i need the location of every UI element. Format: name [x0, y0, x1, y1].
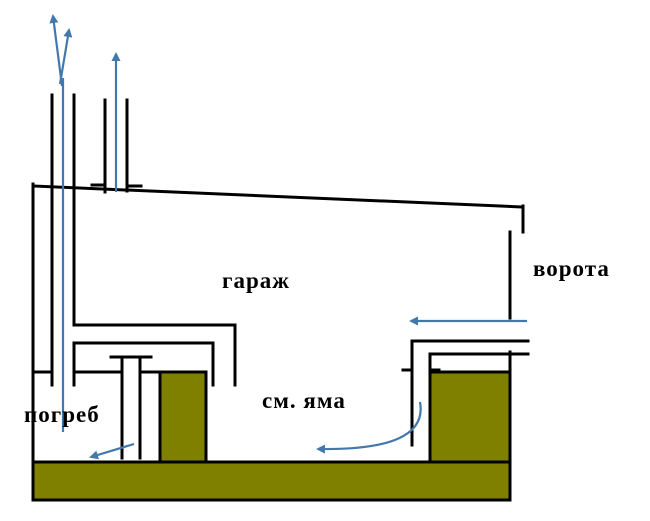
ground-blocks — [31, 370, 512, 502]
airflow-arrows — [49, 14, 527, 460]
structure-lines — [31, 93, 530, 466]
cellar-exhaust-arrow2-icon — [58, 28, 73, 85]
cellar-inflow-arrow-icon — [89, 442, 135, 460]
ground-divider-block — [158, 370, 208, 466]
roof-line — [31, 184, 525, 209]
inspection-pit-label: см. яма — [262, 388, 346, 413]
cellar-label: погреб — [24, 402, 100, 427]
ground-right-block — [428, 370, 512, 466]
pit-inflow-arrow-icon — [316, 401, 422, 454]
ground-bottom-strip — [31, 460, 512, 502]
garage-label: гараж — [222, 268, 290, 293]
gates-label: ворота — [533, 256, 610, 281]
